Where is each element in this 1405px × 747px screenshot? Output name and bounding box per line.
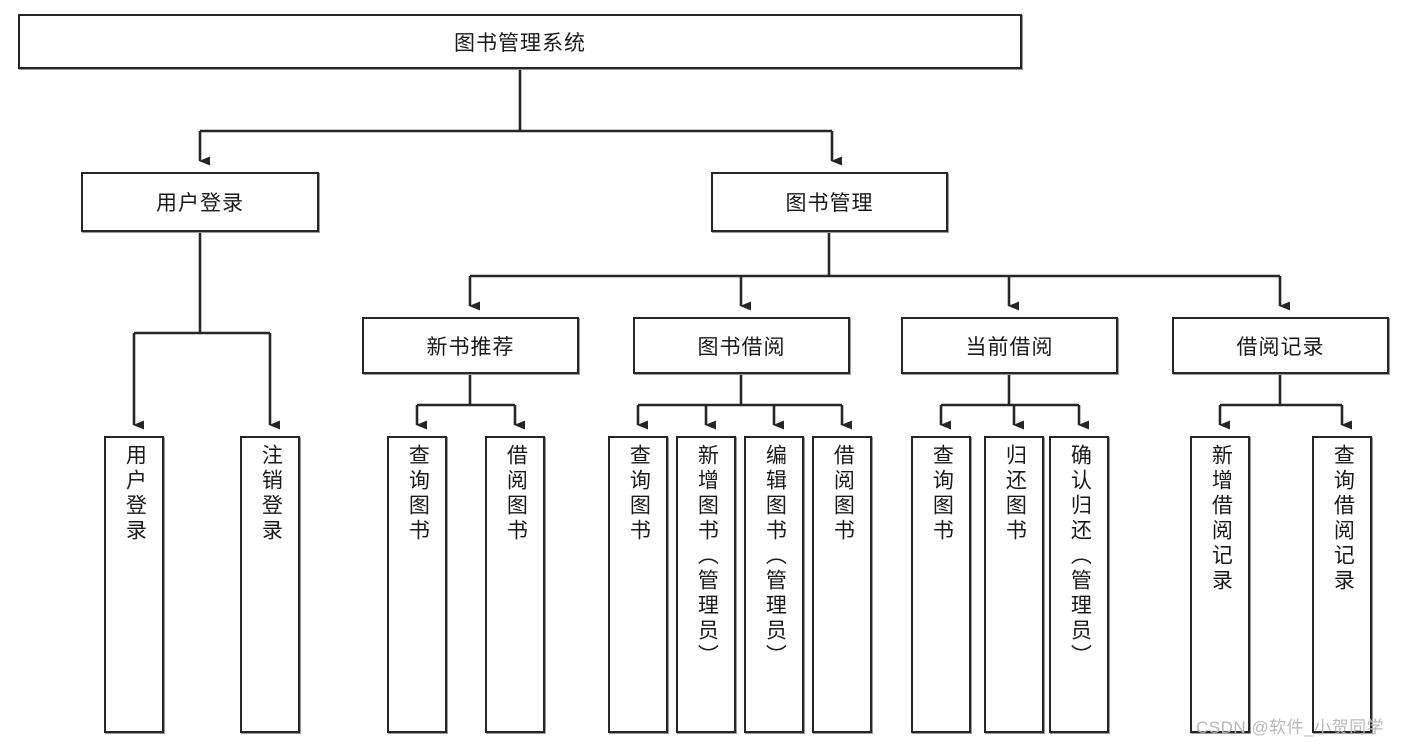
node-borrow-record[interactable]: 借阅记录 bbox=[1172, 317, 1389, 374]
leaf-label: 借阅图书 bbox=[504, 444, 528, 544]
node-book-borrow-label: 图书借阅 bbox=[697, 335, 786, 359]
leaf-label: 查询借阅记录 bbox=[1331, 444, 1355, 594]
csdn-watermark: CSDN @软件_小贺同学 bbox=[1196, 718, 1385, 737]
node-new-book-recommend-label: 新书推荐 bbox=[426, 335, 515, 359]
leaf-add-borrow-record[interactable]: 新增借阅记录 bbox=[1190, 436, 1250, 733]
leaf-borrow-book-recommend[interactable]: 借阅图书 bbox=[485, 436, 545, 733]
leaf-label: 注销登录 bbox=[259, 444, 283, 544]
leaf-confirm-return-admin[interactable]: 确认归还（管理员） bbox=[1049, 436, 1109, 733]
node-borrow-record-label: 借阅记录 bbox=[1236, 335, 1325, 359]
leaf-query-book-current[interactable]: 查询图书 bbox=[911, 436, 971, 733]
node-user-login-label: 用户登录 bbox=[156, 192, 244, 215]
leaf-edit-book-admin[interactable]: 编辑图书（管理员） bbox=[744, 436, 804, 733]
leaf-query-book-borrow[interactable]: 查询图书 bbox=[608, 436, 668, 733]
leaf-label: 确认归还（管理员） bbox=[1068, 444, 1092, 669]
node-new-book-recommend[interactable]: 新书推荐 bbox=[362, 317, 579, 374]
node-current-borrow-label: 当前借阅 bbox=[965, 335, 1054, 359]
leaf-label: 归还图书 bbox=[1003, 444, 1027, 544]
leaf-query-borrow-record[interactable]: 查询借阅记录 bbox=[1312, 436, 1372, 733]
leaf-label: 编辑图书（管理员） bbox=[763, 444, 787, 669]
leaf-add-book-admin[interactable]: 新增图书（管理员） bbox=[676, 436, 736, 733]
leaf-user-login[interactable]: 用户登录 bbox=[104, 436, 164, 733]
leaf-label: 查询图书 bbox=[627, 444, 651, 544]
node-book-borrow[interactable]: 图书借阅 bbox=[633, 317, 850, 374]
leaf-label: 借阅图书 bbox=[831, 444, 855, 544]
node-book-management-label: 图书管理 bbox=[785, 192, 874, 215]
leaf-label: 新增图书（管理员） bbox=[695, 444, 719, 669]
leaf-label: 查询图书 bbox=[930, 444, 954, 544]
leaf-label: 用户登录 bbox=[123, 444, 147, 544]
leaf-return-book[interactable]: 归还图书 bbox=[984, 436, 1044, 733]
node-book-management[interactable]: 图书管理 bbox=[711, 172, 948, 232]
leaf-borrow-book[interactable]: 借阅图书 bbox=[812, 436, 872, 733]
node-current-borrow[interactable]: 当前借阅 bbox=[901, 317, 1118, 374]
node-root[interactable]: 图书管理系统 bbox=[18, 14, 1022, 69]
leaf-label: 新增借阅记录 bbox=[1209, 444, 1233, 594]
leaf-label: 查询图书 bbox=[406, 444, 430, 544]
node-root-label: 图书管理系统 bbox=[454, 31, 586, 55]
node-user-login[interactable]: 用户登录 bbox=[81, 172, 319, 232]
leaf-query-book-recommend[interactable]: 查询图书 bbox=[387, 436, 447, 733]
leaf-logout[interactable]: 注销登录 bbox=[240, 436, 300, 733]
